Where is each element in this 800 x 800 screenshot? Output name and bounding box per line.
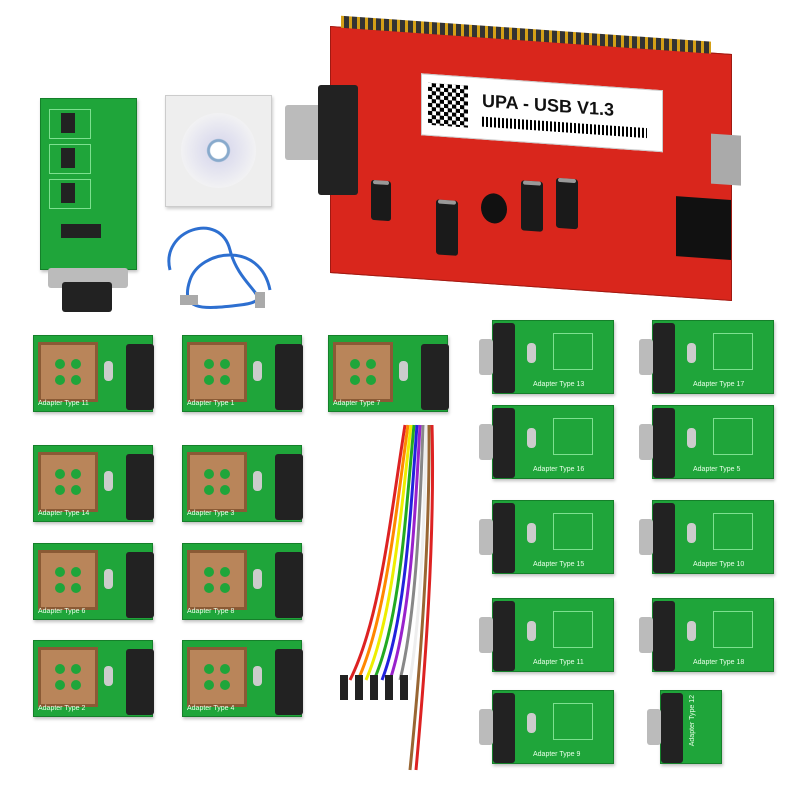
adapter-label: Adapter Type 4 xyxy=(187,705,235,712)
socket-adapter: Adapter Type 9 xyxy=(479,690,614,764)
upa-usb-main-board: UPA - USB V1.3 xyxy=(330,15,741,302)
adapter-label: Adapter Type 11 xyxy=(533,659,584,666)
plcc-adapter: Adapter Type 6 xyxy=(33,543,154,620)
adapter-label: Adapter Type 9 xyxy=(533,751,581,758)
adapter-label: Adapter Type 16 xyxy=(533,466,585,473)
adapter-label: Adapter Type 17 xyxy=(693,381,745,388)
usb-cable xyxy=(167,226,272,309)
adapter-label: Adapter Type 10 xyxy=(693,561,745,568)
plcc-adapter: Adapter Type 3 xyxy=(182,445,303,522)
adapter-label: Adapter Type 11 xyxy=(38,400,89,407)
plcc-adapter: Adapter Type 7 xyxy=(328,335,449,412)
plcc-adapter: Adapter Type 8 xyxy=(182,543,303,620)
adapter-label: Adapter Type 12 xyxy=(689,695,696,747)
board-title: UPA - USB V1.3 xyxy=(482,90,615,120)
adapter-label: Adapter Type 6 xyxy=(38,608,86,615)
adapter-label: Adapter Type 8 xyxy=(187,608,235,615)
socket-adapter: Adapter Type 12 xyxy=(647,690,722,764)
socket-adapter: Adapter Type 10 xyxy=(639,500,774,574)
plcc-adapter: Adapter Type 2 xyxy=(33,640,154,717)
plcc-adapter: Adapter Type 1 xyxy=(182,335,303,412)
adapter-label: Adapter Type 15 xyxy=(533,561,585,568)
adapter-label: Adapter Type 5 xyxy=(693,466,741,473)
socket-adapter: Adapter Type 11 xyxy=(479,598,614,672)
socket-adapter: Adapter Type 16 xyxy=(479,405,614,479)
socket-adapter: Adapter Type 5 xyxy=(639,405,774,479)
adapter-label: Adapter Type 14 xyxy=(38,510,90,517)
board-label: UPA - USB V1.3 xyxy=(421,73,663,153)
plcc-adapter: Adapter Type 4 xyxy=(182,640,303,717)
adapter-label: Adapter Type 18 xyxy=(693,659,745,666)
adapter-label: Adapter Type 2 xyxy=(38,705,86,712)
plcc-adapter: Adapter Type 14 xyxy=(33,445,154,522)
socket-adapter: Adapter Type 18 xyxy=(639,598,774,672)
eeprom-adapter-board xyxy=(40,98,137,270)
adapter-label: Adapter Type 13 xyxy=(533,381,585,388)
ribbon-cable xyxy=(340,424,435,771)
adapter-label: Adapter Type 7 xyxy=(333,400,381,407)
socket-adapter: Adapter Type 15 xyxy=(479,500,614,574)
software-cd xyxy=(165,95,272,207)
socket-adapter: Adapter Type 13 xyxy=(479,320,614,394)
adapter-label: Adapter Type 1 xyxy=(187,400,235,407)
socket-adapter: Adapter Type 17 xyxy=(639,320,774,394)
adapter-label: Adapter Type 3 xyxy=(187,510,235,517)
plcc-adapter: Adapter Type 11 xyxy=(33,335,154,412)
